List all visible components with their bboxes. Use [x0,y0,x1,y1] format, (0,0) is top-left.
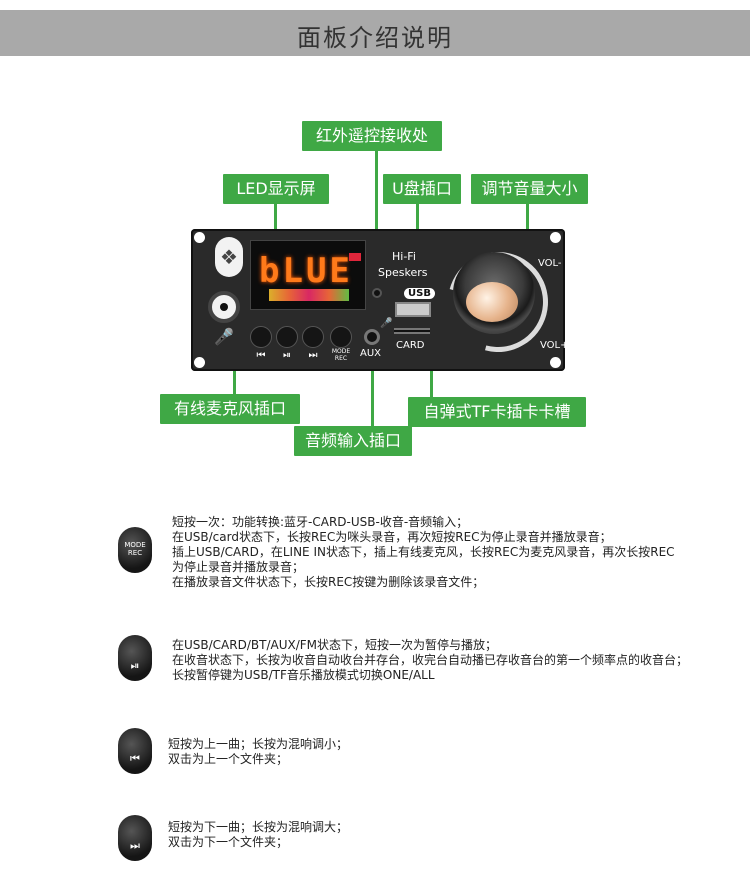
prev-symbol: ⏮ [130,752,140,765]
play-pause-icon: ⏯ [283,350,291,361]
volume-knob-cap [466,282,518,322]
ir-receiver [372,288,382,298]
usb-label: USB [404,288,435,299]
callout-ir: 红外遥控接收处 [302,121,442,151]
page-title: 面板介绍说明 [297,24,453,52]
next-note-line1: 短按为下一曲；长按为混响调大； [168,820,349,834]
prev-button-icon: ⏮ [118,728,152,774]
aux-jack[interactable] [364,329,380,345]
next-button[interactable] [302,326,324,348]
prev-note-line2: 双击为上一个文件夹； [168,752,289,766]
next-icon: ⏭ [308,350,318,361]
callout-tf: 自弹式TF卡插卡卡槽 [408,397,586,427]
brand-line1: Hi-Fi [392,250,416,263]
play-note-line3: 长按暂停键为USB/TF音乐播放模式切换ONE/ALL [172,668,435,682]
mode-icon-text: MODE [124,541,146,549]
next-button-icon: ⏭ [118,815,152,861]
prev-note-line1: 短按为上一曲；长按为混响调小； [168,737,349,751]
mount-hole-top-left [194,232,205,243]
connector-led [274,202,277,242]
mode-note: 短按一次：功能转换:蓝牙-CARD-USB-收音-音频输入； 在USB/card… [172,515,675,590]
mode-note-line5: 在播放录音文件状态下，长按REC按键为删除该录音文件； [172,575,485,589]
play-pause-button-icon: ⏯ [118,635,152,681]
mode-note-line4: 为停止录音并播放录音； [172,560,305,574]
header-bar: 面板介绍说明 [0,10,750,56]
rec-icon-text: REC [127,549,143,557]
display-indicator [349,253,361,261]
callout-mic: 有线麦克风插口 [160,394,300,424]
mic-jack[interactable] [208,291,240,323]
callout-usb: U盘插口 [383,174,461,204]
tf-card-slot[interactable] [394,328,430,334]
aux-label: AUX [360,348,382,359]
mode-text: MODE [331,348,351,355]
connector-aux [371,344,374,428]
next-note: 短按为下一曲；长按为混响调大； 双击为下一个文件夹； [168,820,348,850]
connector-ir [375,150,378,290]
mode-note-line1: 短按一次：功能转换:蓝牙-CARD-USB-收音-音频输入； [172,515,469,529]
rec-text: REC [334,355,348,362]
play-note-line1: 在USB/CARD/BT/AUX/FM状态下，短按一次为暂停与播放； [172,638,498,652]
next-symbol: ⏭ [130,839,140,852]
vol-plus-label: VOL+ [540,340,569,351]
connector-volume [526,202,529,252]
prev-note: 短按为上一曲；长按为混响调小； 双击为上一个文件夹； [168,737,348,767]
play-pause-button[interactable] [276,326,298,348]
callout-aux: 音频输入插口 [294,426,412,456]
mode-rec-button-icon: MODE REC [118,527,152,573]
vol-minus-label: VOL- [538,258,562,269]
mic-small-icon: 🎤 [380,318,393,329]
callout-volume: 调节音量大小 [471,174,588,204]
callout-led: LED显示屏 [223,174,329,204]
play-note-line2: 在收音状态下，长按为收音自动收台并存台，收完台自动播已存收音台的第一个频率点的收… [172,653,689,667]
spectrum-bars [269,289,349,301]
mount-hole-top-right [550,232,561,243]
card-label: CARD [396,340,425,351]
mode-rec-label: MODE REC [330,348,352,362]
prev-button[interactable] [250,326,272,348]
bluetooth-icon[interactable]: ❖ [215,237,243,277]
led-display: bLUE [250,240,366,310]
mount-hole-bottom-right [550,357,561,368]
mode-note-line2: 在USB/card状态下，长按REC为咪头录音，再次短按REC为停止录音并播放录… [172,530,612,544]
prev-icon: ⏮ [256,350,266,361]
display-text: bLUE [259,251,353,291]
usb-port[interactable] [395,302,431,317]
next-note-line2: 双击为下一个文件夹； [168,835,289,849]
mount-hole-bottom-left [194,357,205,368]
play-pause-symbol: ⏯ [130,659,140,672]
microphone-icon: 🎤 [214,327,234,346]
mode-note-line3: 插上USB/CARD，在LINE IN状态下，插上有线麦克风，长按REC为麦克风… [172,545,675,559]
play-note: 在USB/CARD/BT/AUX/FM状态下，短按一次为暂停与播放； 在收音状态… [172,638,688,683]
brand-line2: Speskers [378,266,428,279]
mode-button[interactable] [330,326,352,348]
